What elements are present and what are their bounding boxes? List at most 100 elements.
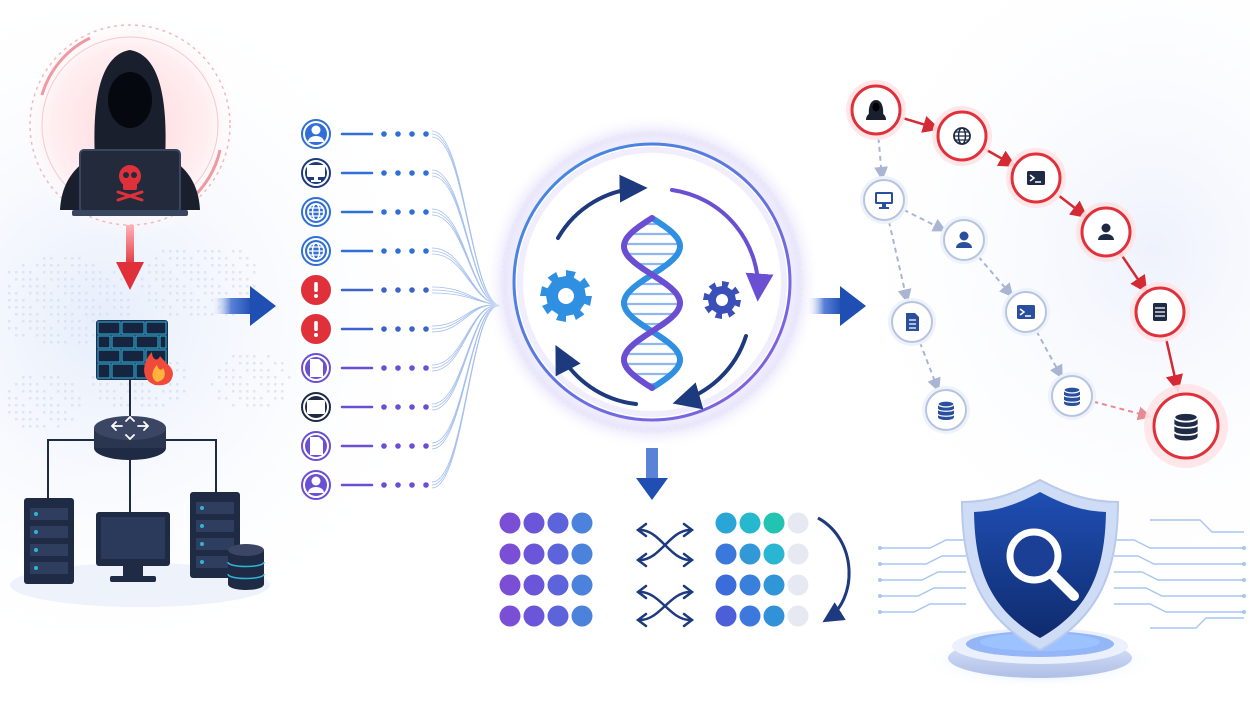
gene-dot (547, 543, 569, 565)
gene-dot (787, 574, 809, 596)
hacker-icon (60, 50, 200, 216)
terminal-icon (1002, 288, 1050, 336)
database-icon (227, 544, 265, 590)
gene-dot (739, 543, 761, 565)
router-icon (94, 415, 166, 460)
population-grid (499, 512, 809, 627)
gene-dot (571, 574, 593, 596)
event-row (301, 275, 429, 305)
terminal-icon (1006, 148, 1066, 208)
cycle-arrow-icon (555, 174, 774, 410)
flow-arrow (210, 286, 276, 326)
globe-icon (301, 197, 331, 227)
alert-icon (301, 314, 331, 344)
attack-graph (846, 80, 1228, 468)
dna-icon (620, 215, 684, 391)
gene-dot (571, 543, 593, 565)
gene-dot (739, 574, 761, 596)
gene-dot (787, 605, 809, 627)
event-row (301, 392, 429, 422)
cycle-arrow-icon (817, 516, 851, 623)
server-icon (24, 498, 74, 584)
database-icon (1048, 372, 1096, 420)
magnifier-icon (1006, 528, 1079, 601)
gene-dot (499, 605, 521, 627)
user-icon (301, 470, 331, 500)
graph-edge (1093, 400, 1152, 421)
world-map-background (8, 250, 291, 428)
gene-dot (499, 574, 521, 596)
document-icon (301, 353, 331, 383)
user-icon (940, 216, 988, 264)
gene-dot (763, 574, 785, 596)
detection-shield (878, 478, 1246, 690)
alert-icon (301, 275, 331, 305)
gene-dot (715, 574, 737, 596)
graph-edge (1106, 238, 1148, 294)
graph-edges (874, 116, 1183, 421)
monitor-icon (96, 512, 170, 582)
flow-arrow-down (636, 448, 668, 500)
document-icon (888, 298, 936, 346)
globe-icon (301, 236, 331, 266)
gene-dot (787, 512, 809, 534)
gene-dot (523, 574, 545, 596)
graph-edge (887, 221, 912, 304)
database-icon (922, 386, 970, 434)
event-list (301, 119, 429, 500)
graph-edge (1057, 194, 1089, 219)
attacker-scene (10, 13, 270, 607)
document-icon (301, 431, 331, 461)
flow-arrow (806, 286, 866, 326)
firewall-icon (96, 320, 173, 386)
monitor-icon (860, 176, 908, 224)
graph-edge (902, 116, 941, 133)
genetic-engine (484, 114, 820, 450)
crossover-icon (635, 584, 695, 628)
gene-dot (499, 543, 521, 565)
user-icon (301, 119, 331, 149)
gene-dot (739, 605, 761, 627)
gene-dot (715, 512, 737, 534)
globe-icon (932, 106, 992, 166)
gene-dot (739, 512, 761, 534)
graph-edge (1165, 339, 1183, 393)
gene-dot (571, 512, 593, 534)
gene-dot (715, 605, 737, 627)
database-icon (1144, 384, 1228, 468)
event-row (301, 236, 429, 266)
skull-icon (116, 165, 144, 202)
gene-dot (547, 574, 569, 596)
gene-dot (547, 605, 569, 627)
server-icon (1130, 282, 1190, 342)
gene-dot (523, 605, 545, 627)
event-row (301, 470, 429, 500)
event-row (301, 158, 429, 188)
gene-dot (763, 512, 785, 534)
gene-dot (571, 605, 593, 627)
gene-dot (547, 512, 569, 534)
fire-icon (144, 352, 173, 386)
graph-edge (903, 208, 947, 232)
event-row (301, 353, 429, 383)
gene-dot (715, 543, 737, 565)
gear-icon (540, 270, 592, 322)
gene-dot (763, 605, 785, 627)
gear-icon (703, 281, 741, 319)
gene-dot (523, 543, 545, 565)
gene-dot (763, 543, 785, 565)
event-row (301, 314, 429, 344)
server-icon (190, 492, 240, 578)
event-row (301, 119, 429, 149)
user-icon (1076, 202, 1136, 262)
monitor-icon (301, 158, 331, 188)
event-row (301, 197, 429, 227)
gene-dot (499, 512, 521, 534)
crossover-icon (635, 522, 695, 568)
gene-dot (787, 543, 809, 565)
gene-dot (523, 512, 545, 534)
event-row (301, 431, 429, 461)
terminal-icon (301, 392, 331, 422)
